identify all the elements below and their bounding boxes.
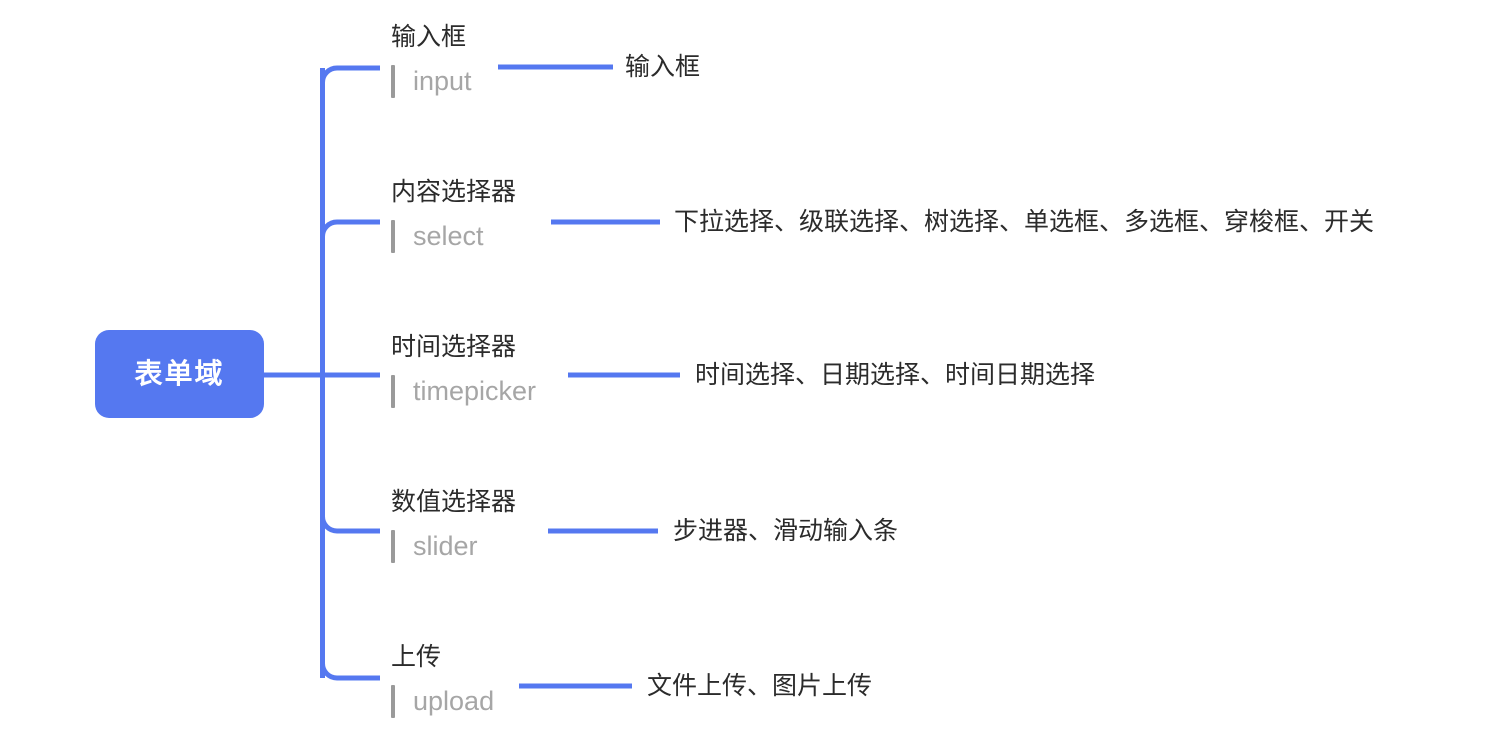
branch-elbow-2 [320, 219, 380, 237]
branch-title: 内容选择器 [391, 178, 517, 206]
branch-code-label: upload [413, 685, 495, 716]
branch-title: 时间选择器 [391, 333, 517, 361]
branch-subtitle: slider [391, 528, 478, 564]
root-node[interactable]: 表单域 [95, 330, 264, 418]
branch-elbow-1 [320, 65, 380, 83]
branch-title: 输入框 [391, 23, 467, 51]
leaf-label-upload: 文件上传、图片上传 [647, 672, 873, 700]
accent-bar-icon [391, 684, 395, 718]
branch-title: 上传 [391, 643, 442, 671]
root-node-label: 表单域 [134, 358, 225, 389]
branch-code-label: select [413, 220, 484, 251]
branch-subtitle: select [391, 218, 484, 254]
leaf-label-slider: 步进器、滑动输入条 [673, 517, 899, 545]
accent-bar-icon [391, 529, 395, 563]
branch-subtitle: input [391, 63, 472, 99]
branch-elbow-4 [320, 516, 380, 534]
branch-title: 数值选择器 [391, 488, 517, 516]
accent-bar-icon [391, 219, 395, 253]
accent-bar-icon [391, 64, 395, 98]
branch-code-label: slider [413, 530, 478, 561]
branch-subtitle: timepicker [391, 373, 536, 409]
branch-elbow-5 [320, 663, 380, 681]
branch-code-label: timepicker [413, 375, 537, 406]
leaf-label-input: 输入框 [625, 53, 701, 81]
leaf-label-timepicker: 时间选择、日期选择、时间日期选择 [695, 361, 1096, 389]
accent-bar-icon [391, 374, 395, 408]
branch-code-label: input [413, 65, 472, 96]
leaf-label-select: 下拉选择、级联选择、树选择、单选框、多选框、穿梭框、开关 [674, 208, 1375, 236]
branch-subtitle: upload [391, 683, 494, 719]
